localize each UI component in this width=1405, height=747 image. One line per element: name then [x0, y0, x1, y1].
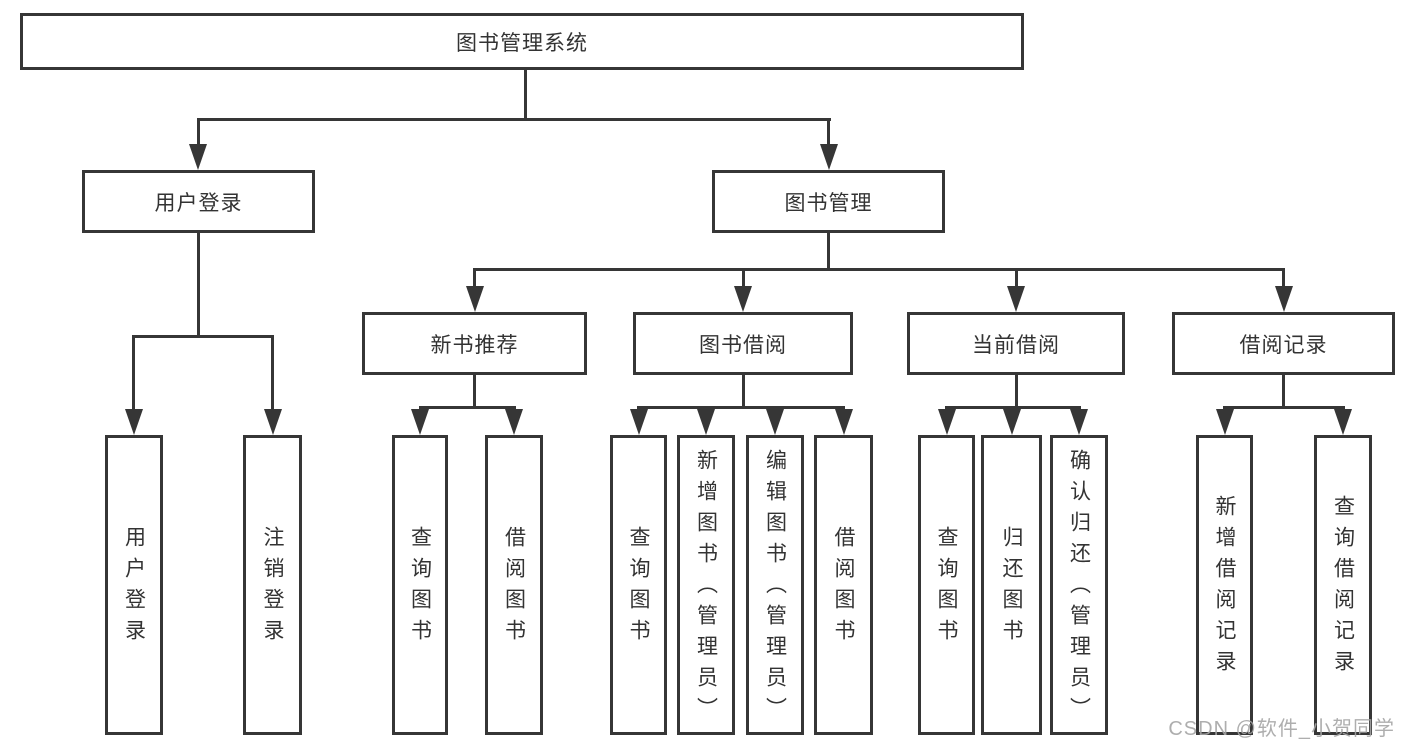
connector-book-borrow-trunk [742, 375, 745, 406]
arrowhead-icon [1003, 409, 1021, 435]
arrowhead-icon [1216, 409, 1234, 435]
arrowhead-icon [766, 409, 784, 435]
connector-new-book-rec-branch [419, 406, 516, 409]
node-book-management: 图书管理 [712, 170, 945, 233]
arrowhead-icon [189, 144, 207, 170]
node-new-book-recommend: 新书推荐 [362, 312, 587, 375]
arrowhead-icon [505, 409, 523, 435]
connector-drop-current-borrow [1015, 268, 1018, 288]
connector-current-borrow-trunk [1015, 375, 1018, 406]
arrowhead-icon [835, 409, 853, 435]
arrowhead-icon [697, 409, 715, 435]
leaf-return-book: 归还图书 [981, 435, 1042, 735]
node-book-borrow: 图书借阅 [633, 312, 853, 375]
connector-new-book-rec-trunk [473, 375, 476, 406]
arrowhead-icon [820, 144, 838, 170]
connector-book-mgmt-trunk [827, 233, 830, 268]
connector-book-borrow-branch [637, 406, 845, 409]
leaf-add-borrow-record: 新增借阅记录 [1196, 435, 1253, 735]
leaf-logout-login: 注销登录 [243, 435, 302, 735]
arrowhead-icon [1007, 286, 1025, 312]
leaf-query-borrow-record: 查询借阅记录 [1314, 435, 1372, 735]
node-user-login: 用户登录 [82, 170, 315, 233]
connector-current-borrow-branch [945, 406, 1081, 409]
connector-borrow-records-trunk [1282, 375, 1285, 406]
csdn-watermark: CSDN @软件_小贺同学 [1168, 718, 1395, 740]
connector-borrow-records-branch [1223, 406, 1345, 409]
arrowhead-icon [1070, 409, 1088, 435]
connector-drop-user-login [197, 118, 200, 146]
arrowhead-icon [938, 409, 956, 435]
leaf-add-book-admin: 新增图书（管理员） [677, 435, 735, 735]
node-current-borrow: 当前借阅 [907, 312, 1125, 375]
node-borrow-records: 借阅记录 [1172, 312, 1395, 375]
connector-drop-leaf-user-login [132, 335, 135, 411]
connector-user-login-branch [133, 335, 274, 338]
connector-drop-borrow-records [1282, 268, 1285, 288]
arrowhead-icon [264, 409, 282, 435]
leaf-query-book-current: 查询图书 [918, 435, 975, 735]
connector-book-mgmt-branch [473, 268, 1285, 271]
leaf-query-book-recommend: 查询图书 [392, 435, 448, 735]
leaf-borrow-book-recommend: 借阅图书 [485, 435, 543, 735]
connector-drop-new-book-rec [473, 268, 476, 288]
node-root-system: 图书管理系统 [20, 13, 1024, 70]
leaf-query-book-borrow: 查询图书 [610, 435, 667, 735]
arrowhead-icon [1275, 286, 1293, 312]
connector-drop-book-borrow [742, 268, 745, 288]
leaf-borrow-book: 借阅图书 [814, 435, 873, 735]
connector-root-branch [197, 118, 831, 121]
arrowhead-icon [125, 409, 143, 435]
connector-user-login-trunk [197, 233, 200, 335]
arrowhead-icon [411, 409, 429, 435]
leaf-user-login: 用户登录 [105, 435, 163, 735]
connector-drop-book-mgmt [827, 118, 830, 146]
connector-root-trunk [524, 70, 527, 118]
arrowhead-icon [734, 286, 752, 312]
connector-drop-leaf-logout [271, 335, 274, 411]
arrowhead-icon [1334, 409, 1352, 435]
arrowhead-icon [630, 409, 648, 435]
arrowhead-icon [466, 286, 484, 312]
leaf-edit-book-admin: 编辑图书（管理员） [746, 435, 804, 735]
leaf-confirm-return-admin: 确认归还（管理员） [1050, 435, 1108, 735]
